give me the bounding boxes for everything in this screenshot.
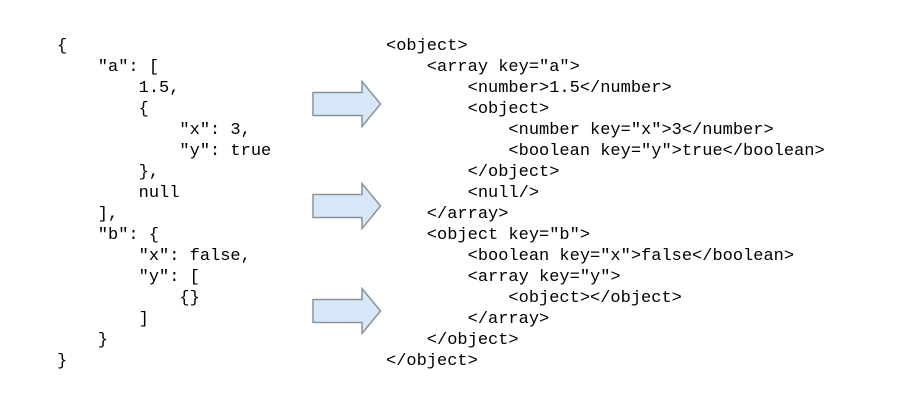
- json-code-line: "a": [: [57, 58, 160, 77]
- json-code-line: null: [57, 184, 180, 203]
- json-code-line: ]: [57, 310, 149, 329]
- json-code-line: }: [57, 331, 109, 350]
- maps-to-arrow-icon: [312, 182, 382, 230]
- json-code-line: "y": [: [57, 268, 200, 287]
- maps-to-arrow-icon: [312, 80, 382, 128]
- maps-to-arrow-icon: [312, 287, 382, 335]
- xml-code-line: <object key="b">: [386, 226, 591, 245]
- json-code-line: },: [57, 163, 160, 182]
- json-code-line: {}: [57, 289, 200, 308]
- xml-code-line: <boolean key="y">true</boolean>: [386, 142, 825, 161]
- json-code-line: {: [57, 100, 149, 119]
- xml-code-line: </object>: [386, 352, 478, 371]
- xml-code-line: <object>: [386, 37, 468, 56]
- xml-code-line: <null/>: [386, 184, 540, 203]
- json-code-line: {: [57, 37, 68, 56]
- json-code-line: "b": {: [57, 226, 160, 245]
- json-code-line: 1.5,: [57, 79, 180, 98]
- xml-code-line: <number>1.5</number>: [386, 79, 672, 98]
- json-code-line: "x": 3,: [57, 121, 251, 140]
- json-code-line: "x": false,: [57, 247, 251, 266]
- json-source-code-block: { "a": [ 1.5, { "x": 3, "y": true }, nul…: [57, 36, 271, 372]
- xml-code-line: <object></object>: [386, 289, 682, 308]
- xml-output-code-block: <object> <array key="a"> <number>1.5</nu…: [386, 36, 825, 372]
- xml-code-line: <object>: [386, 100, 550, 119]
- xml-code-line: </array>: [386, 310, 550, 329]
- json-code-line: ],: [57, 205, 119, 224]
- xml-code-line: <array key="a">: [386, 58, 580, 77]
- json-code-line: "y": true: [57, 142, 272, 161]
- xml-code-line: </array>: [386, 205, 509, 224]
- xml-code-line: <number key="x">3</number>: [386, 121, 774, 140]
- xml-code-line: <array key="y">: [386, 268, 621, 287]
- xml-code-line: </object>: [386, 163, 560, 182]
- xml-code-line: </object>: [386, 331, 519, 350]
- json-code-line: }: [57, 352, 68, 371]
- xml-code-line: <boolean key="x">false</boolean>: [386, 247, 795, 266]
